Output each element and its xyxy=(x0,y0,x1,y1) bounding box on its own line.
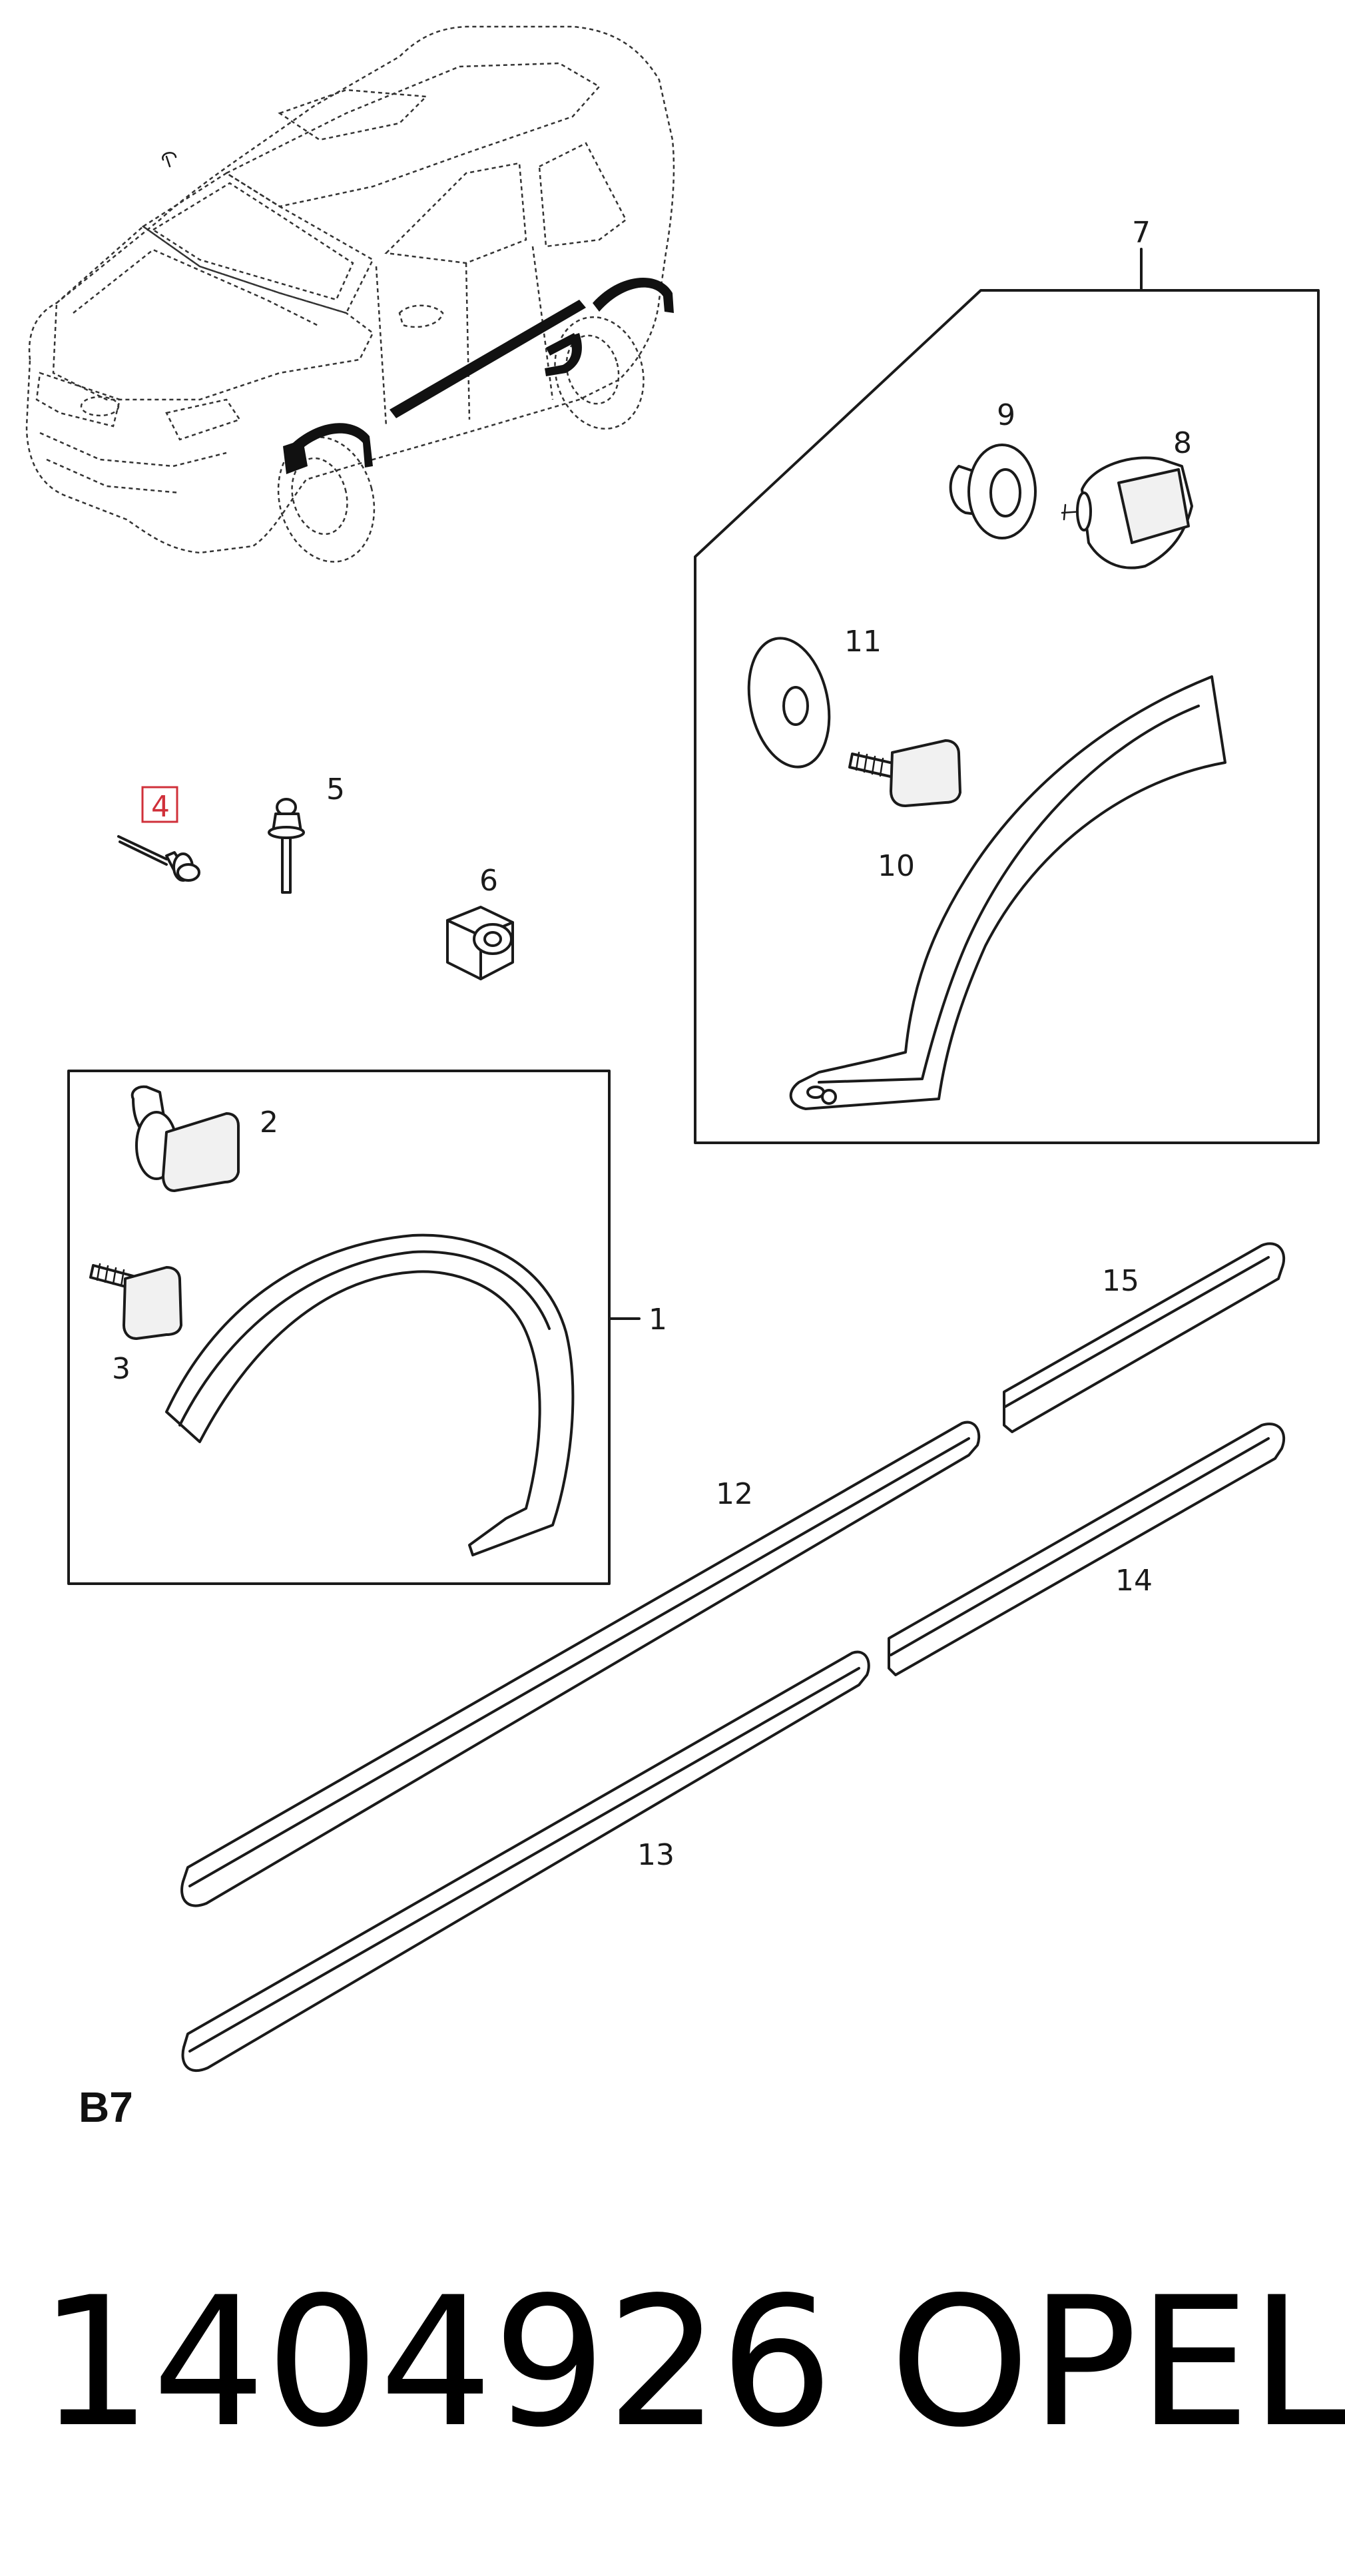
side-molding-14[interactable] xyxy=(888,1423,1286,1676)
callout-11[interactable]: 11 xyxy=(844,625,882,659)
grommet-icon[interactable] xyxy=(949,444,1037,539)
clip-pin-icon-5[interactable] xyxy=(268,798,305,894)
screw-icon-3[interactable] xyxy=(89,1263,182,1340)
callout-14[interactable]: 14 xyxy=(1115,1564,1153,1598)
washer-icon[interactable] xyxy=(738,631,840,775)
callout-10[interactable]: 10 xyxy=(878,849,915,883)
diagram-reference-code: B7 xyxy=(79,2083,133,2131)
callout-7[interactable]: 7 xyxy=(1132,216,1151,250)
side-molding-15[interactable] xyxy=(1003,1242,1286,1433)
part-group-7-box xyxy=(694,248,1320,1144)
callout-13[interactable]: 13 xyxy=(637,1838,674,1872)
callout-12[interactable]: 12 xyxy=(716,1477,753,1511)
callout-15[interactable]: 15 xyxy=(1102,1264,1139,1298)
callout-5[interactable]: 5 xyxy=(326,773,345,806)
nut-icon[interactable] xyxy=(446,906,514,980)
callout-6[interactable]: 6 xyxy=(479,864,498,898)
part-number: 1404926 xyxy=(39,2259,834,2467)
side-molding-13[interactable] xyxy=(181,1650,870,2073)
callout-8[interactable]: 8 xyxy=(1173,426,1192,460)
callout-4-highlight-box xyxy=(141,786,178,823)
rear-wheel-arch-molding[interactable] xyxy=(789,675,1226,1110)
side-molding-12[interactable] xyxy=(180,1421,981,1907)
front-wheel-arch-molding[interactable] xyxy=(165,1233,575,1556)
clip-icon-2[interactable] xyxy=(131,1085,240,1192)
callout-4[interactable]: 4 xyxy=(151,790,170,824)
callout-3[interactable]: 3 xyxy=(112,1352,131,1386)
clip-icon[interactable] xyxy=(1061,456,1193,569)
screw-icon[interactable] xyxy=(848,739,961,807)
car-illustration xyxy=(25,25,675,563)
part-group-1-box xyxy=(67,1070,641,1585)
brand-name: OPEL xyxy=(890,2259,1345,2467)
callout-2[interactable]: 2 xyxy=(260,1106,278,1139)
clip-pin-icon-4[interactable] xyxy=(117,835,200,882)
callout-1[interactable]: 1 xyxy=(649,1303,667,1337)
callout-9[interactable]: 9 xyxy=(997,398,1015,432)
